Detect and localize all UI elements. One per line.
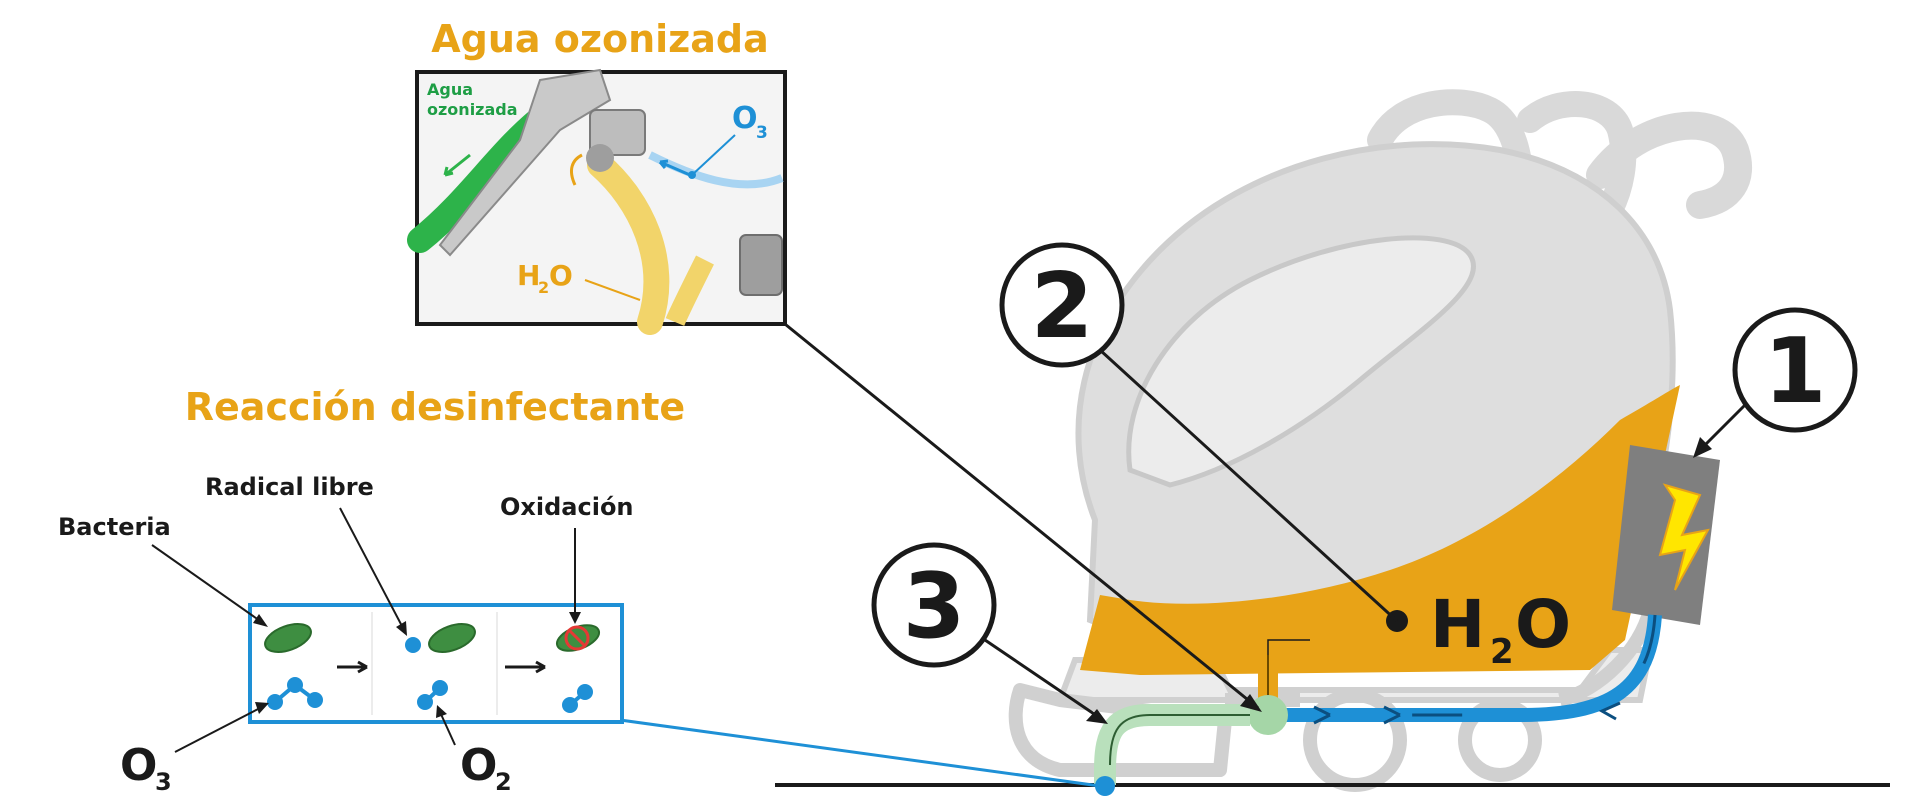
- reaction-arrow-1: [337, 660, 368, 674]
- ozone-molecule-1: [267, 677, 323, 710]
- inset-h2o-o: O: [549, 259, 573, 292]
- machine-base-front: [1008, 683, 1232, 777]
- tank-label-sub: 2: [1490, 632, 1514, 672]
- reaction-title: Reacción desinfectante: [185, 385, 685, 429]
- pipes: [1094, 614, 1662, 796]
- label-o2-sub: 2: [495, 768, 512, 796]
- outlet-point: [1095, 776, 1115, 796]
- ozone-generator: [1612, 445, 1720, 625]
- tank-label-o: O: [1515, 586, 1571, 663]
- leader-bacteria-head: [253, 614, 268, 627]
- mixer-node: [1248, 695, 1288, 735]
- inset-yellow-hose: [587, 152, 670, 335]
- o2-molecule-1: [417, 680, 448, 710]
- leader-o3-head: [255, 702, 269, 714]
- machine-handle-rear: [1586, 111, 1753, 219]
- machine-seat: [1126, 235, 1476, 488]
- inset-valve: [589, 109, 646, 156]
- inset-o3-dot: [688, 171, 696, 179]
- reaction-panel: [248, 603, 624, 724]
- water-flow-line-top: [1267, 639, 1310, 655]
- prohibited-icon: [564, 625, 590, 651]
- leader-bacteria: [151, 544, 264, 624]
- inset-leader-line: [779, 318, 1259, 710]
- inset-o3-sub: 3: [756, 123, 768, 143]
- label-o3: O: [120, 740, 157, 791]
- label-o3-sub: 3: [155, 768, 172, 796]
- leader-oxidation-head: [569, 612, 581, 624]
- water-tank: [1080, 385, 1680, 675]
- prohibited-icon-slash: [568, 629, 586, 647]
- reaction-leader-line: [619, 718, 1101, 788]
- machine-handle-right: [1517, 91, 1637, 223]
- callout-3-number: 3: [903, 554, 966, 659]
- inset-o3-label: O: [732, 101, 758, 136]
- inset-green-label-1: Agua: [427, 80, 473, 99]
- inset-panel: Agua ozonizada O 3 H 2 O: [407, 68, 787, 335]
- ozone-flow-arrow-1: [1598, 701, 1621, 721]
- leader-o2: [439, 711, 456, 746]
- inset-green-arrow: [443, 153, 471, 177]
- machine-rear-arm: [1558, 608, 1657, 707]
- lightning-bolt-icon: [1658, 483, 1710, 591]
- inset-fitting: [586, 144, 614, 172]
- callout-1-number: 1: [1764, 319, 1827, 424]
- leader-o2-head: [436, 705, 447, 718]
- callout-3: 3: [871, 542, 1108, 724]
- free-radical: [405, 637, 421, 653]
- leader-radical: [339, 507, 404, 629]
- reaction-arrow-2: [505, 660, 546, 674]
- inset-h2o-h: H: [517, 259, 540, 292]
- leader-radical-head: [396, 621, 407, 636]
- inset-manifold: [438, 68, 612, 257]
- inset-o3-leader: [691, 134, 736, 176]
- inset-h2o-sub: 2: [538, 278, 549, 297]
- callout-2-number: 2: [1031, 254, 1094, 359]
- inset-pump: [739, 234, 783, 296]
- callout-2: 2: [999, 242, 1399, 623]
- label-o2: O: [460, 740, 497, 791]
- o2-molecule-2: [562, 684, 593, 713]
- inset-yellow-arrow: [570, 153, 583, 186]
- tank-label-h: H: [1430, 586, 1485, 663]
- inset-leader-arrowhead: [1240, 694, 1262, 712]
- inset-title: Agua ozonizada: [431, 17, 769, 61]
- inset-green-label-2: ozonizada: [427, 100, 518, 119]
- bacteria-1: [264, 623, 312, 653]
- leader-o3: [174, 706, 263, 753]
- inset-blue-arrow: [658, 159, 691, 177]
- bacteria-2: [428, 623, 476, 653]
- ozonated-flow-line: [1109, 714, 1250, 766]
- callout-1: 1: [1693, 307, 1858, 458]
- ozone-flow-arrow-2: [1383, 705, 1401, 725]
- label-bacteria: Bacteria: [58, 513, 171, 541]
- inset-yellow-hose-2: [665, 255, 714, 326]
- inset-h2o-leader: [584, 279, 641, 301]
- ozone-flow-arrow-3: [1313, 705, 1331, 725]
- label-oxidation: Oxidación: [500, 493, 634, 521]
- label-radical: Radical libre: [205, 473, 374, 501]
- ozone-pipe-inner: [1270, 614, 1657, 717]
- machine-wheel-back: [1458, 698, 1542, 782]
